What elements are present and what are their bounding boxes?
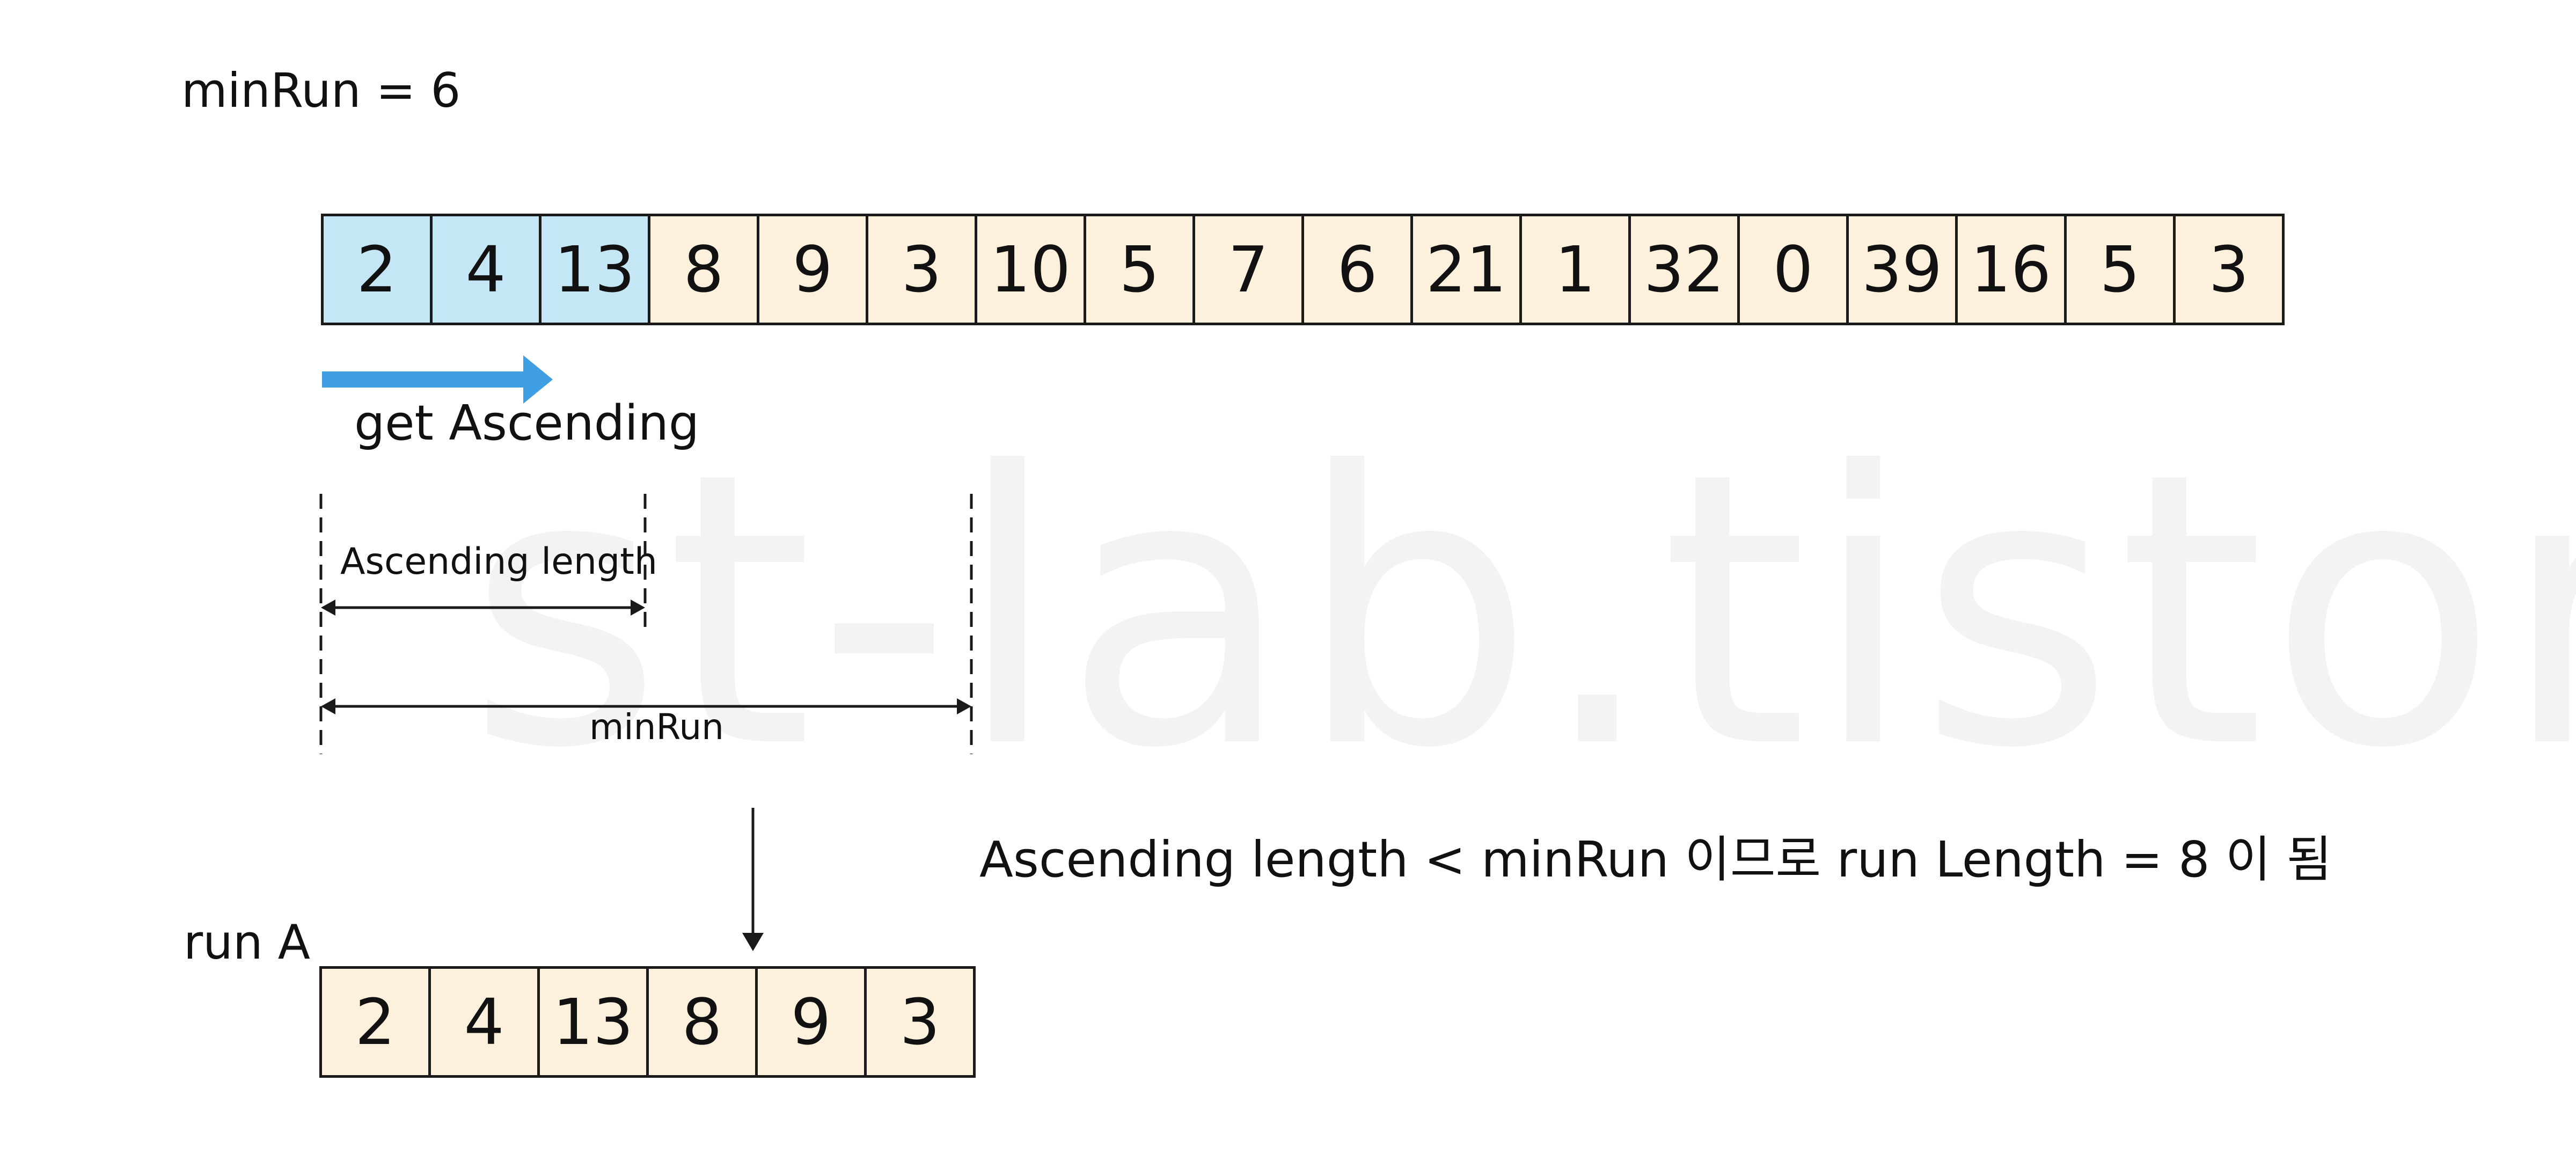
array-cell: 3 xyxy=(2173,214,2285,325)
array-cell: 3 xyxy=(864,966,976,1078)
array-cell: 13 xyxy=(539,214,650,325)
array-cell: 8 xyxy=(646,966,758,1078)
ascending-length-arrow-icon xyxy=(321,600,645,616)
array-cell: 2 xyxy=(321,214,433,325)
array-cell: 32 xyxy=(1628,214,1740,325)
array-cell: 3 xyxy=(866,214,977,325)
min-run-arrow-icon xyxy=(321,698,971,714)
array-cell: 1 xyxy=(1519,214,1631,325)
array-cell: 4 xyxy=(428,966,540,1078)
watermark: st-lab.tistory xyxy=(467,424,2576,800)
min-run-measure-label: minRun xyxy=(589,706,724,748)
array-cell: 10 xyxy=(975,214,1086,325)
array-cell: 6 xyxy=(1301,214,1413,325)
down-arrow-icon xyxy=(742,808,764,951)
run-a-label: run A xyxy=(184,915,310,970)
array-cell: 5 xyxy=(1084,214,1195,325)
explanation-text: Ascending length < minRun 이므로 run Length… xyxy=(979,831,2332,888)
array-cell: 8 xyxy=(648,214,759,325)
array-cell: 0 xyxy=(1737,214,1849,325)
array-cell: 13 xyxy=(537,966,649,1078)
ascending-length-label: Ascending length xyxy=(340,541,657,583)
array-cell: 4 xyxy=(430,214,541,325)
array-cell: 21 xyxy=(1410,214,1522,325)
ascending-arrow-icon xyxy=(322,355,553,404)
get-ascending-label: get Ascending xyxy=(354,395,700,451)
min-run-heading: minRun = 6 xyxy=(181,63,461,118)
array-cell: 2 xyxy=(319,966,431,1078)
